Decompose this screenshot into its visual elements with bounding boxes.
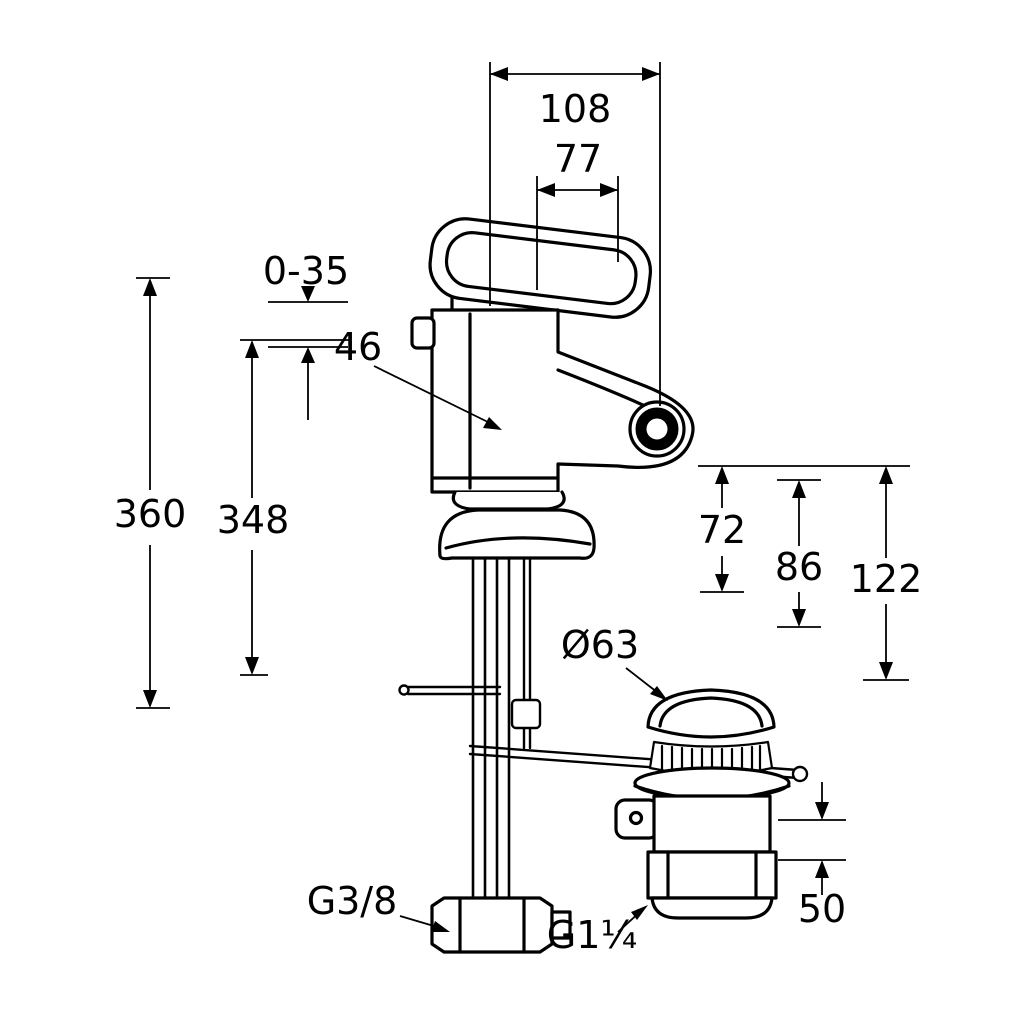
dim-122 xyxy=(863,466,909,681)
dim-label-77: 77 xyxy=(554,137,602,181)
dim-108 xyxy=(489,62,661,406)
dim-label-108: 108 xyxy=(539,87,612,131)
dim-label-0-35: 0-35 xyxy=(263,249,349,293)
dim-86 xyxy=(777,479,821,628)
dim-0-35 xyxy=(268,286,348,420)
waste-body xyxy=(646,794,778,920)
supply-nut xyxy=(430,896,572,954)
dim-360 xyxy=(136,277,170,709)
dim-348 xyxy=(240,339,350,676)
base-escutcheon xyxy=(438,490,596,561)
dim-label-348: 348 xyxy=(217,498,290,542)
supply-hoses xyxy=(471,556,511,904)
dim-label-g114: G1¼ xyxy=(547,913,637,957)
dim-46-leader xyxy=(373,365,502,430)
dim-63-leader xyxy=(625,667,668,701)
waste-flange xyxy=(633,766,791,801)
pop-up-waste xyxy=(614,688,791,920)
dim-g38-leader xyxy=(399,915,450,932)
dim-77 xyxy=(536,176,619,290)
dim-50 xyxy=(778,782,846,895)
faucet-art xyxy=(398,217,809,954)
dim-label-360: 360 xyxy=(114,492,187,536)
dim-label-50: 50 xyxy=(798,887,846,931)
dimension-labels: 108 77 0-35 46 360 348 72 86 122 Ø63 50 … xyxy=(114,87,923,957)
dim-72 xyxy=(700,466,744,593)
dim-label-86: 86 xyxy=(775,545,823,589)
waste-cap xyxy=(646,688,776,739)
dim-label-72: 72 xyxy=(698,508,746,552)
dimension-lines xyxy=(136,62,910,933)
dim-label-46: 46 xyxy=(334,325,382,369)
dim-g114-leader xyxy=(617,905,648,933)
faucet-handle xyxy=(428,217,653,319)
dim-label-63: Ø63 xyxy=(561,623,639,667)
waste-pivot xyxy=(614,798,660,840)
faucet-body xyxy=(410,308,695,494)
dim-label-122: 122 xyxy=(850,557,923,601)
spout-aerator xyxy=(628,400,686,458)
dim-label-g38: G3/8 xyxy=(307,879,398,923)
